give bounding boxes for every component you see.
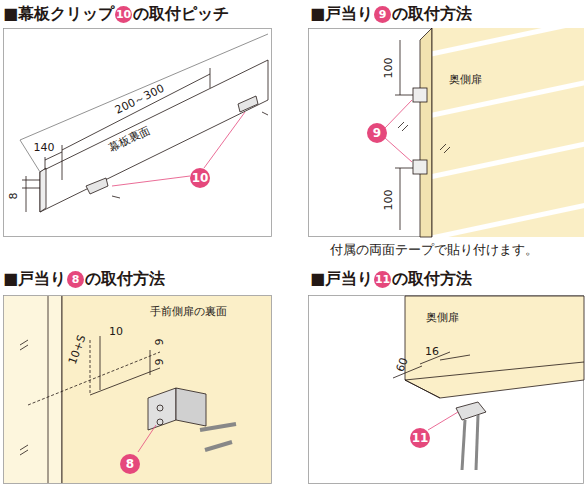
callout-number: 9 <box>374 6 391 23</box>
label: 手前側扉の裏面 <box>150 306 227 319</box>
label: の取付方法 <box>85 270 165 288</box>
callout-number: 8 <box>120 454 140 474</box>
callout-text: 9 <box>379 8 387 21</box>
label: ■戸当り <box>310 5 373 23</box>
callout-number: 9 <box>367 123 387 143</box>
callout-text: 10 <box>192 171 209 185</box>
label: 9 <box>154 339 167 346</box>
label: 8 <box>8 193 21 200</box>
callout-number: 11 <box>410 428 430 448</box>
label: ■戸当り <box>3 270 66 288</box>
label: 9 <box>154 359 167 366</box>
label: 16 <box>425 346 439 359</box>
label: 100 <box>383 190 396 211</box>
label: ■戸当り <box>310 270 373 288</box>
label: の取付方法 <box>392 5 472 23</box>
callout-text: 10 <box>116 8 131 21</box>
callout-number: 8 <box>67 271 84 288</box>
callout-number: 10 <box>190 168 210 188</box>
callout-text: 9 <box>373 126 381 140</box>
label: ■幕板クリップ <box>3 5 114 23</box>
callout-text: 11 <box>412 431 429 445</box>
label: の取付方法 <box>392 270 472 288</box>
callout-text: 8 <box>72 273 80 286</box>
callout-number: 10 <box>115 6 132 23</box>
label: 奥側扉 <box>449 74 482 87</box>
callout-text: 8 <box>126 457 134 471</box>
label: 10 <box>109 326 123 339</box>
label: の取付ピッチ <box>133 5 229 23</box>
label: 100 <box>383 58 396 79</box>
label: 奥側扉 <box>426 312 459 325</box>
label: 付属の両面テープで貼り付けます。 <box>330 243 538 258</box>
callout-text: 11 <box>375 273 390 286</box>
callout-number: 11 <box>374 271 391 288</box>
label: 140 <box>34 142 55 155</box>
